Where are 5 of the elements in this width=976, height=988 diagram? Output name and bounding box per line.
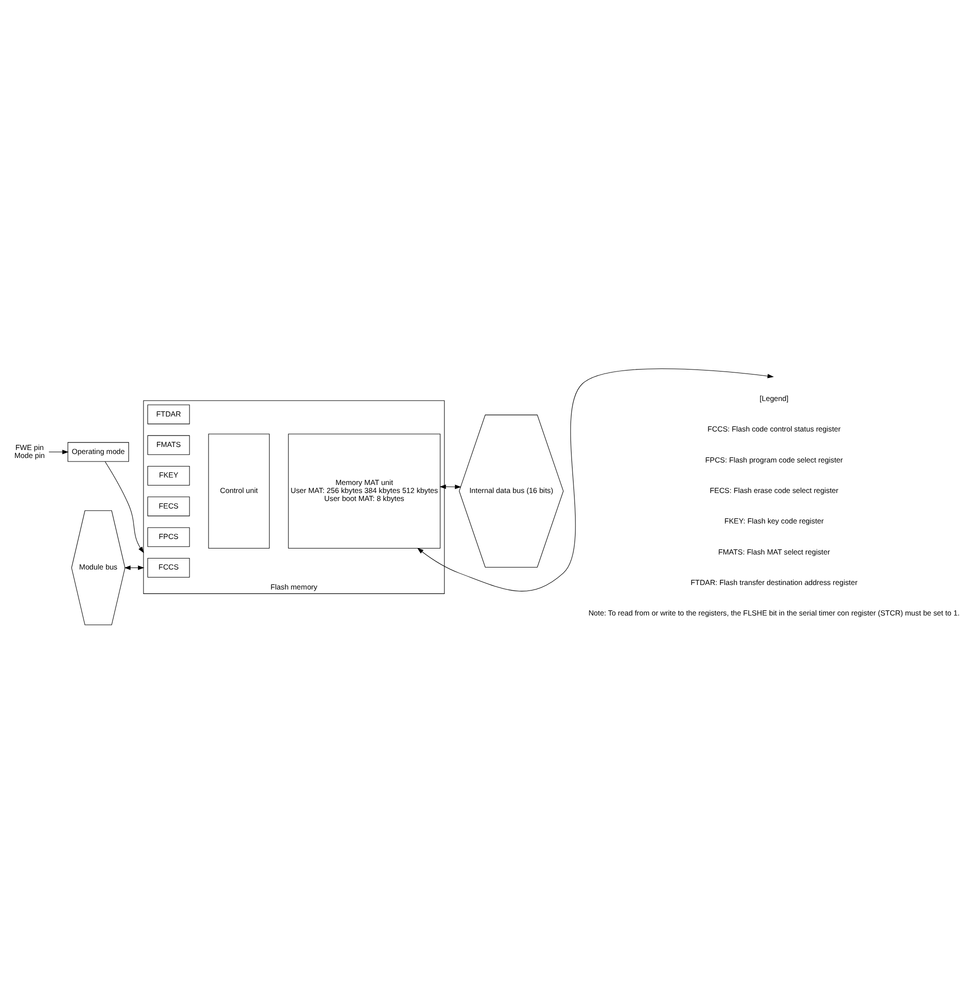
arrow — [440, 484, 462, 490]
arrow — [104, 461, 144, 554]
arrow — [48, 450, 69, 454]
arrow — [124, 566, 144, 570]
arrow — [417, 368, 774, 592]
